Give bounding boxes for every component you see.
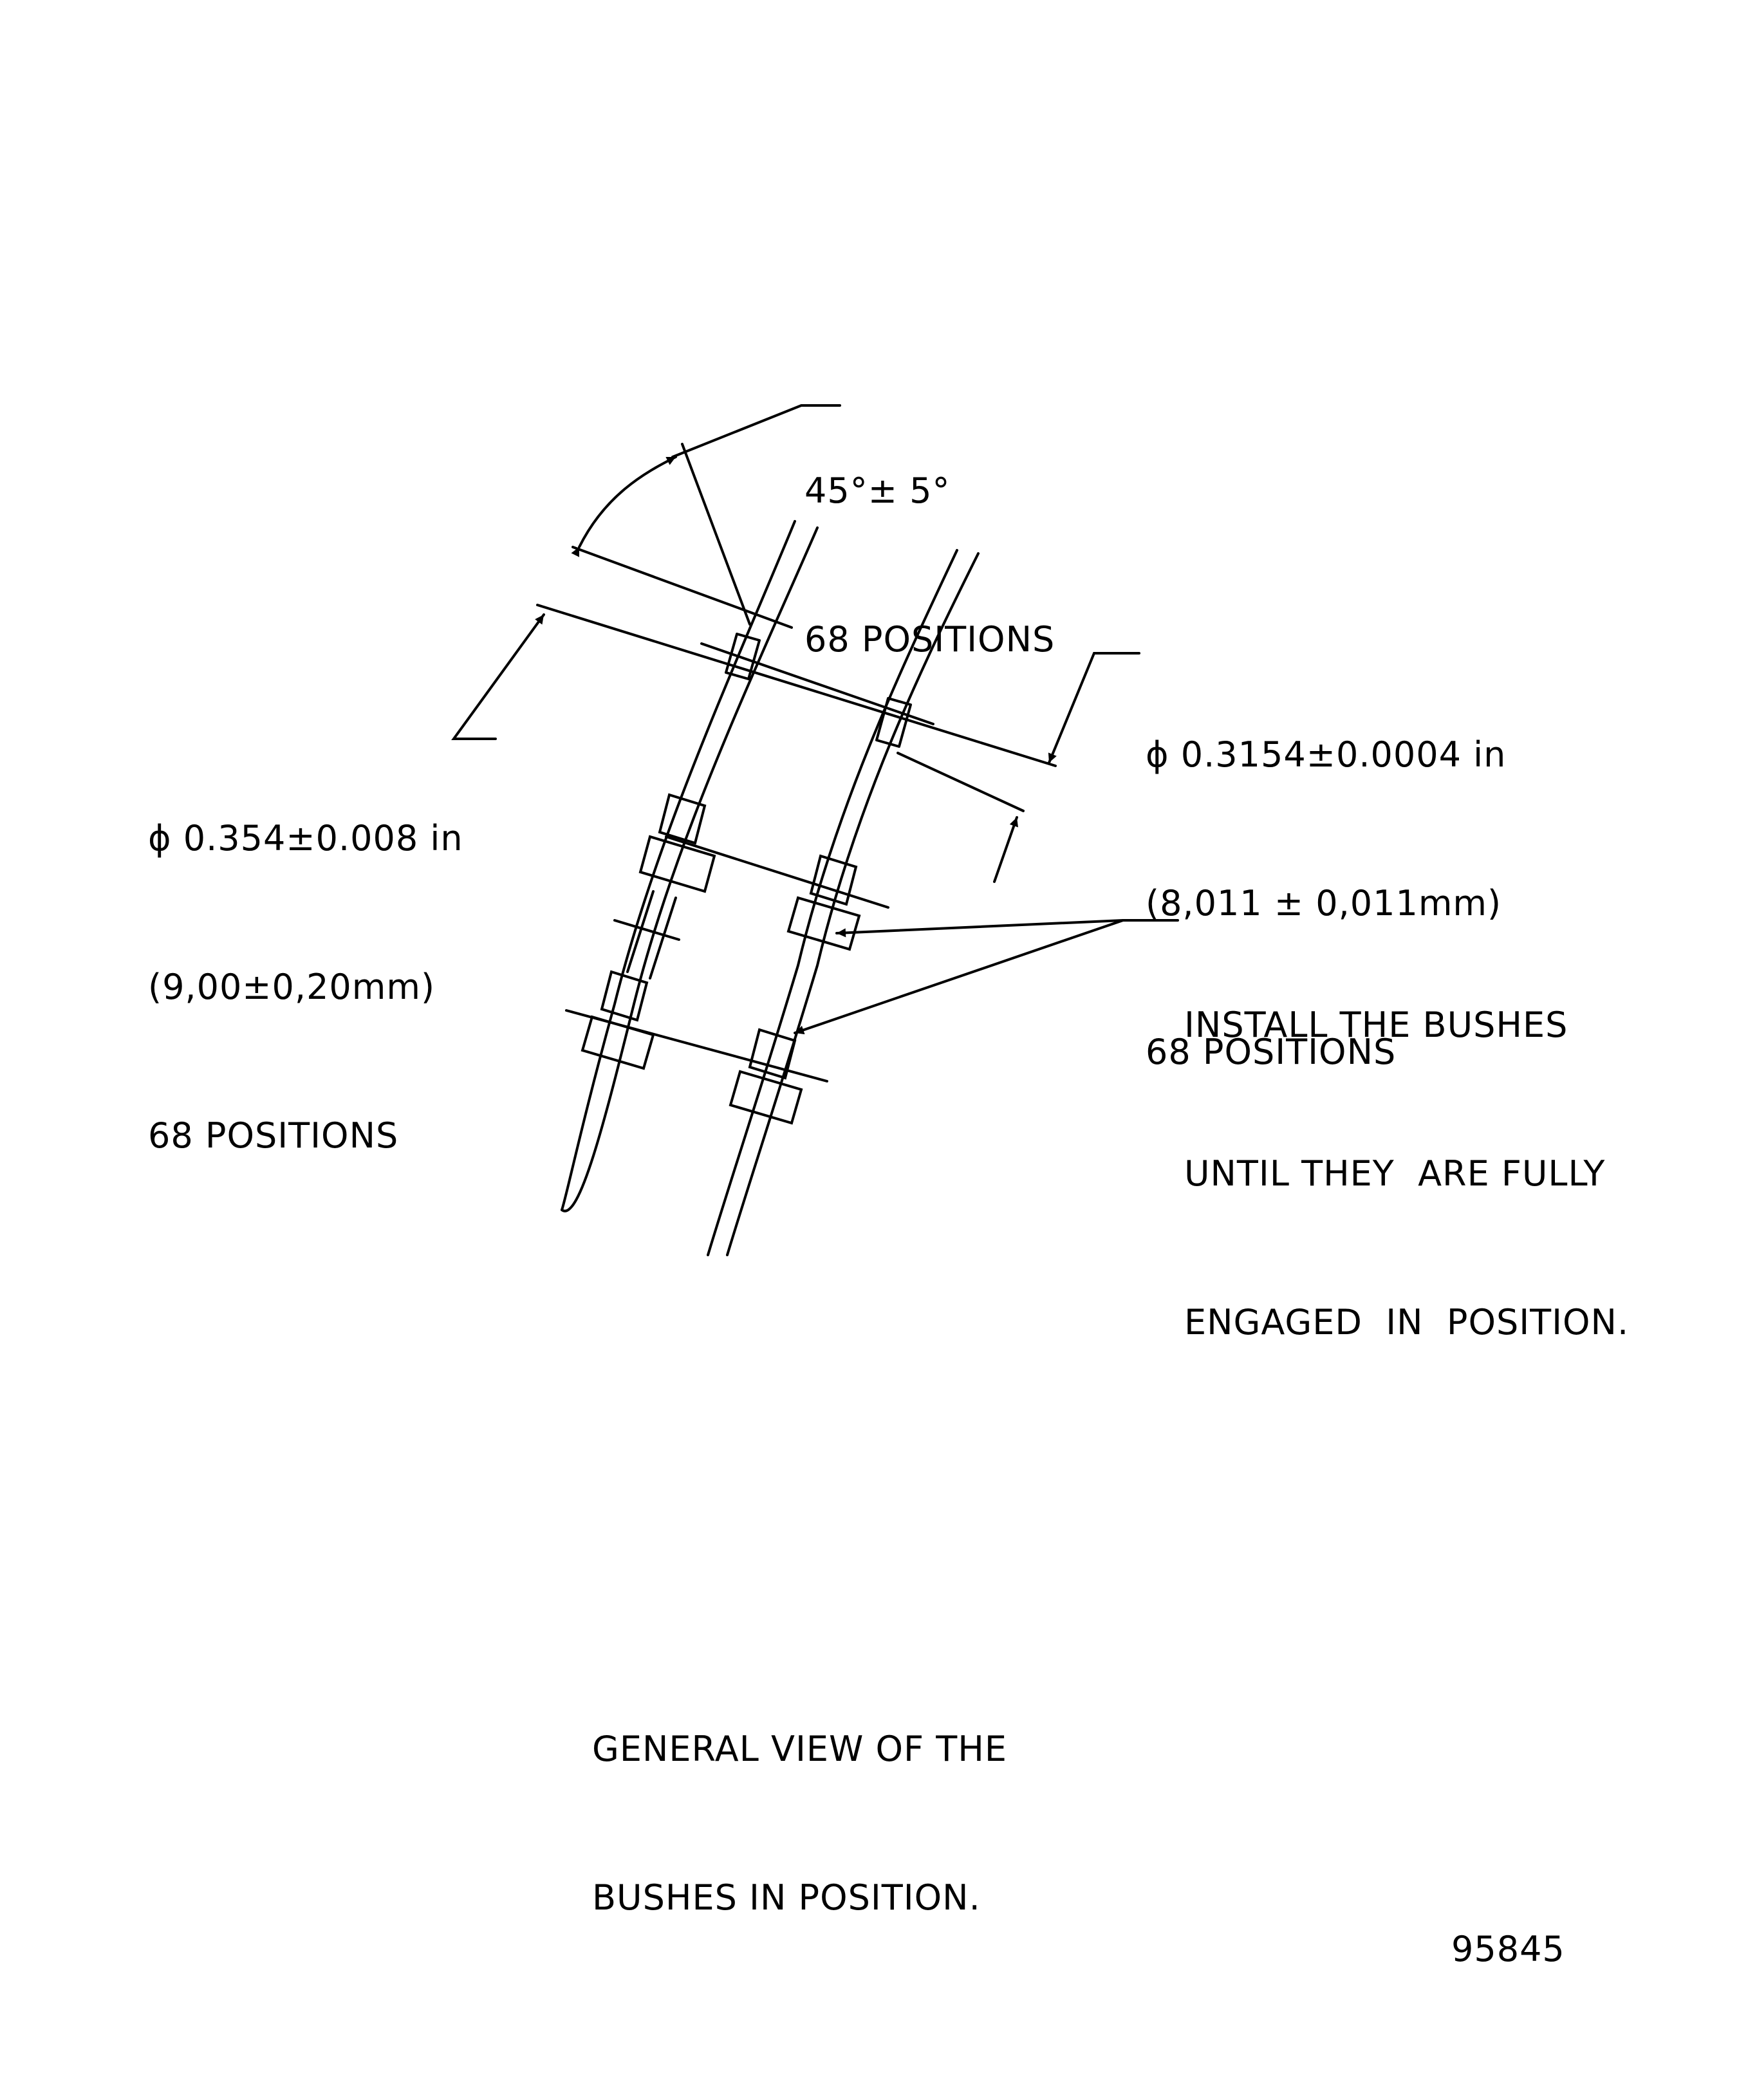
left-diameter-inches: ϕ 0.354±0.008 in <box>148 818 463 859</box>
right-tube-band <box>875 697 912 748</box>
dimension-extension-line-right <box>897 752 1025 812</box>
dimension-extension-line-bottom <box>700 642 934 725</box>
angle-callout: 45°± 5° 68 POSITIONS <box>804 367 1055 714</box>
left-tube-band <box>725 633 761 680</box>
left-lower-bush <box>581 970 655 1070</box>
left-tube-outer-line <box>561 526 819 1213</box>
bush-centerline-lower <box>565 1009 828 1083</box>
right-dimension-arrow-lower <box>993 816 1018 883</box>
figure-caption: GENERAL VIEW OF THE BUSHES IN POSITION. <box>592 1625 1007 1972</box>
left-diameter-callout: ϕ 0.354±0.008 in (9,00±0,20mm) 68 POSITI… <box>148 714 463 1210</box>
right-lower-bush <box>729 1028 803 1125</box>
install-note: INSTALL THE BUSHES UNTIL THEY ARE FULLY … <box>1184 901 1629 1397</box>
dimension-extension-line-top <box>536 604 1057 767</box>
install-note-line-3: ENGAGED IN POSITION. <box>1184 1302 1630 1343</box>
left-diameter-positions: 68 POSITIONS <box>148 1115 399 1156</box>
angle-reference-line-a <box>572 546 793 629</box>
install-leader-lower <box>794 919 1124 1035</box>
right-upper-bush <box>786 854 861 951</box>
right-tube-outer-line <box>726 552 980 1256</box>
right-tube-inner-line <box>707 549 958 1256</box>
left-upper-bush <box>638 793 716 893</box>
angle-arc <box>571 456 677 557</box>
right-dimension-leader <box>1048 652 1140 764</box>
right-diameter-callout: ϕ 0.3154±0.0004 in (8,011 ± 0,011mm) 68 … <box>1146 631 1506 1126</box>
right-diameter-positions: 68 POSITIONS <box>1146 1032 1397 1072</box>
install-leader-upper <box>835 919 1179 938</box>
left-diameter-mm: (9,00±0,20mm) <box>148 967 436 1007</box>
left-tube-neck <box>626 890 677 980</box>
angle-value: 45°± 5° <box>804 470 951 511</box>
right-diameter-mm: (8,011 ± 0,011mm) <box>1146 883 1502 924</box>
bush-centerline-upper <box>665 835 889 909</box>
angle-positions: 68 POSITIONS <box>804 619 1055 660</box>
angle-leader <box>671 404 841 458</box>
right-diameter-inches: ϕ 0.3154±0.0004 in <box>1146 734 1507 775</box>
figure-number: 95845 <box>1451 1929 1565 1969</box>
neck-centerline <box>613 919 680 941</box>
install-note-line-1: INSTALL THE BUSHES <box>1184 1005 1568 1045</box>
caption-line-1: GENERAL VIEW OF THE <box>592 1729 1007 1769</box>
angle-reference-line-b <box>681 443 751 626</box>
install-note-line-2: UNTIL THEY ARE FULLY <box>1184 1153 1606 1194</box>
left-tube-inner-line <box>561 520 796 1211</box>
caption-line-2: BUSHES IN POSITION. <box>592 1877 981 1918</box>
left-dimension-leader <box>451 613 545 740</box>
